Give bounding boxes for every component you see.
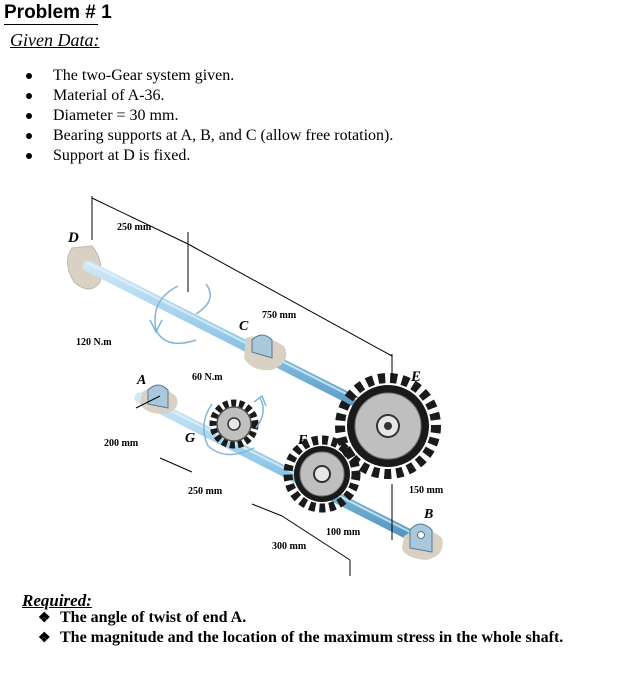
given-data-list: The two-Gear system given. Material of A… [26,66,393,166]
given-item: The two-Gear system given. [26,66,393,86]
label-c: C [239,319,249,334]
bullet-icon [26,153,32,159]
required-heading: Required: [22,591,92,610]
gear-g [209,399,259,449]
bearing-c [251,334,273,359]
given-data-heading: Given Data: [10,30,100,50]
label-e: E [410,369,421,385]
torque-arrow-120 [149,283,211,345]
given-item: Material of A-36. [26,86,393,106]
required-item: ❖The magnitude and the location of the m… [38,628,563,648]
dim-250-top: 250 mm [117,222,152,233]
dim-250-mid: 250 mm [188,486,223,497]
required-item: ❖The angle of twist of end A. [38,608,563,628]
dim-200: 200 mm [104,438,139,449]
label-f: F [297,433,308,448]
required-list: ❖The angle of twist of end A. ❖The magni… [38,608,563,648]
bullet-icon [26,113,32,119]
given-item: Bearing supports at A, B, and C (allow f… [26,126,393,146]
gear-f [283,435,361,513]
problem-title: Problem # 1 [4,2,112,23]
title-underline [4,24,98,25]
dim-750: 750 mm [262,310,297,321]
bullet-icon [26,93,32,99]
label-a: A [136,373,146,388]
label-b: B [423,507,433,522]
dim-300: 300 mm [272,541,307,552]
dimension-lines [91,196,393,576]
dim-60: 60 N.m [192,372,223,383]
gear-shaft-diagram: D C A G F E B 250 mm 750 mm 120 N.m 60 N… [67,196,444,576]
dim-150: 150 mm [409,485,444,496]
label-g: G [185,431,195,446]
main-shaft [82,260,398,426]
bullet-icon [26,73,32,79]
label-d: D [67,230,79,246]
lower-shaft [134,392,426,546]
dim-100: 100 mm [326,527,361,538]
dim-120: 120 N.m [76,337,112,348]
bullet-icon [26,133,32,139]
gear-e [335,373,441,479]
diamond-bullet-icon: ❖ [38,611,51,626]
given-item: Diameter = 30 mm. [26,106,393,126]
diamond-bullet-icon: ❖ [38,631,51,646]
torque-arrow-60 [203,394,267,456]
given-item: Support at D is fixed. [26,146,393,166]
